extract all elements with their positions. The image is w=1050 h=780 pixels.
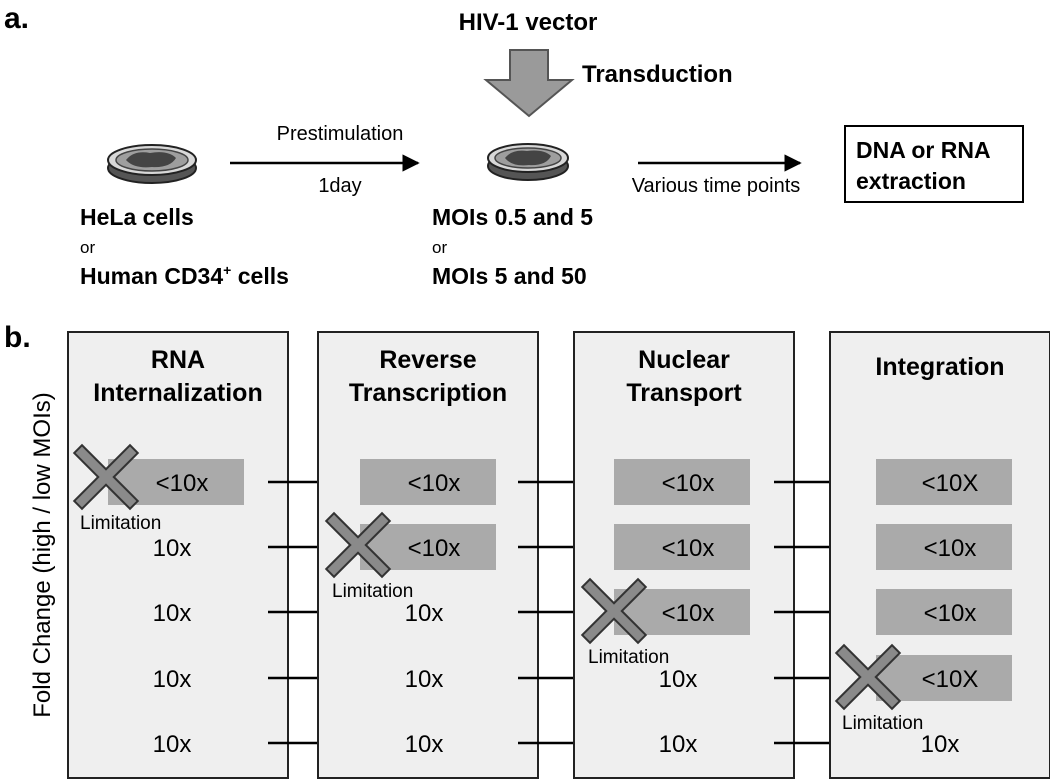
fold-change-value: <10x [662,470,715,497]
fold-change-value: 10x [405,666,444,693]
petri-dish-icon [487,143,569,181]
stage-title: Nuclear [638,346,730,374]
limitation-cross-icon [75,446,137,508]
fold-change-box [876,524,1012,570]
panel-b-label: b. [4,321,31,354]
fold-change-value: 10x [405,600,444,627]
panel-a-label: a. [4,2,29,35]
fold-change-value: <10x [924,535,977,562]
fold-change-box [614,459,750,505]
moi-label-2: MOIs 5 and 50 [432,263,587,289]
fold-change-value: 10x [659,731,698,758]
y-axis-label: Fold Change (high / low MOIs) [29,392,56,717]
fold-change-value: <10x [408,535,461,562]
fold-change-box [876,589,1012,635]
fold-change-box [876,459,1012,505]
limitation-label: Limitation [332,581,413,602]
timepoints-label: Various time points [632,175,801,197]
limitation-label: Limitation [80,513,161,534]
stage-panel [67,331,289,779]
limitation-cross-icon [837,646,899,708]
fold-change-value: 10x [405,731,444,758]
fold-change-value: 10x [659,666,698,693]
fold-change-value: <10x [156,470,209,497]
petri-dish-icon [107,144,197,184]
cells-label-1: HeLa cells [80,204,194,230]
limitation-cross-icon [327,514,389,576]
fold-change-box [360,459,496,505]
fold-change-value: <10x [408,470,461,497]
limitation-cross-icon [583,580,645,642]
duration-label: 1day [318,175,361,197]
stage-title: Transcription [349,379,507,407]
stage-title: Transport [626,379,742,407]
cells-label-2: Human CD34+ cells [80,262,289,289]
fold-change-value: <10x [662,535,715,562]
moi-label-1: MOIs 0.5 and 5 [432,204,593,230]
panel-b-content: RNA Internalization <10x 10x 10x 10x 10x Revers… [67,331,1050,779]
moi-or: or [432,238,447,257]
vector-label: HIV-1 vector [459,9,598,36]
transduction-arrow [483,49,575,118]
fold-change-value: <10x [662,600,715,627]
prestimulation-label: Prestimulation [277,123,404,145]
extraction-line-1: DNA or RNA [856,137,991,163]
fold-change-box [876,655,1012,701]
fold-change-value: 10x [153,666,192,693]
stage-title: Internalization [93,379,262,407]
stage-title: Reverse [379,346,476,374]
fold-change-value: 10x [153,535,192,562]
stage-title: RNA [151,346,205,374]
extraction-box [844,125,1024,203]
limitation-label: Limitation [588,647,669,668]
fold-change-box [614,524,750,570]
fold-change-value: 10x [921,731,960,758]
fold-change-value: <10x [924,600,977,627]
fold-change-value: 10x [153,600,192,627]
extraction-line-2: extraction [856,168,966,194]
stage-title: Integration [875,353,1004,381]
transduction-label: Transduction [582,61,733,88]
fold-change-value: 10x [153,731,192,758]
cells-or: or [80,238,95,257]
limitation-label: Limitation [842,713,923,734]
fold-change-value: <10X [922,470,979,497]
fold-change-value: <10X [922,666,979,693]
